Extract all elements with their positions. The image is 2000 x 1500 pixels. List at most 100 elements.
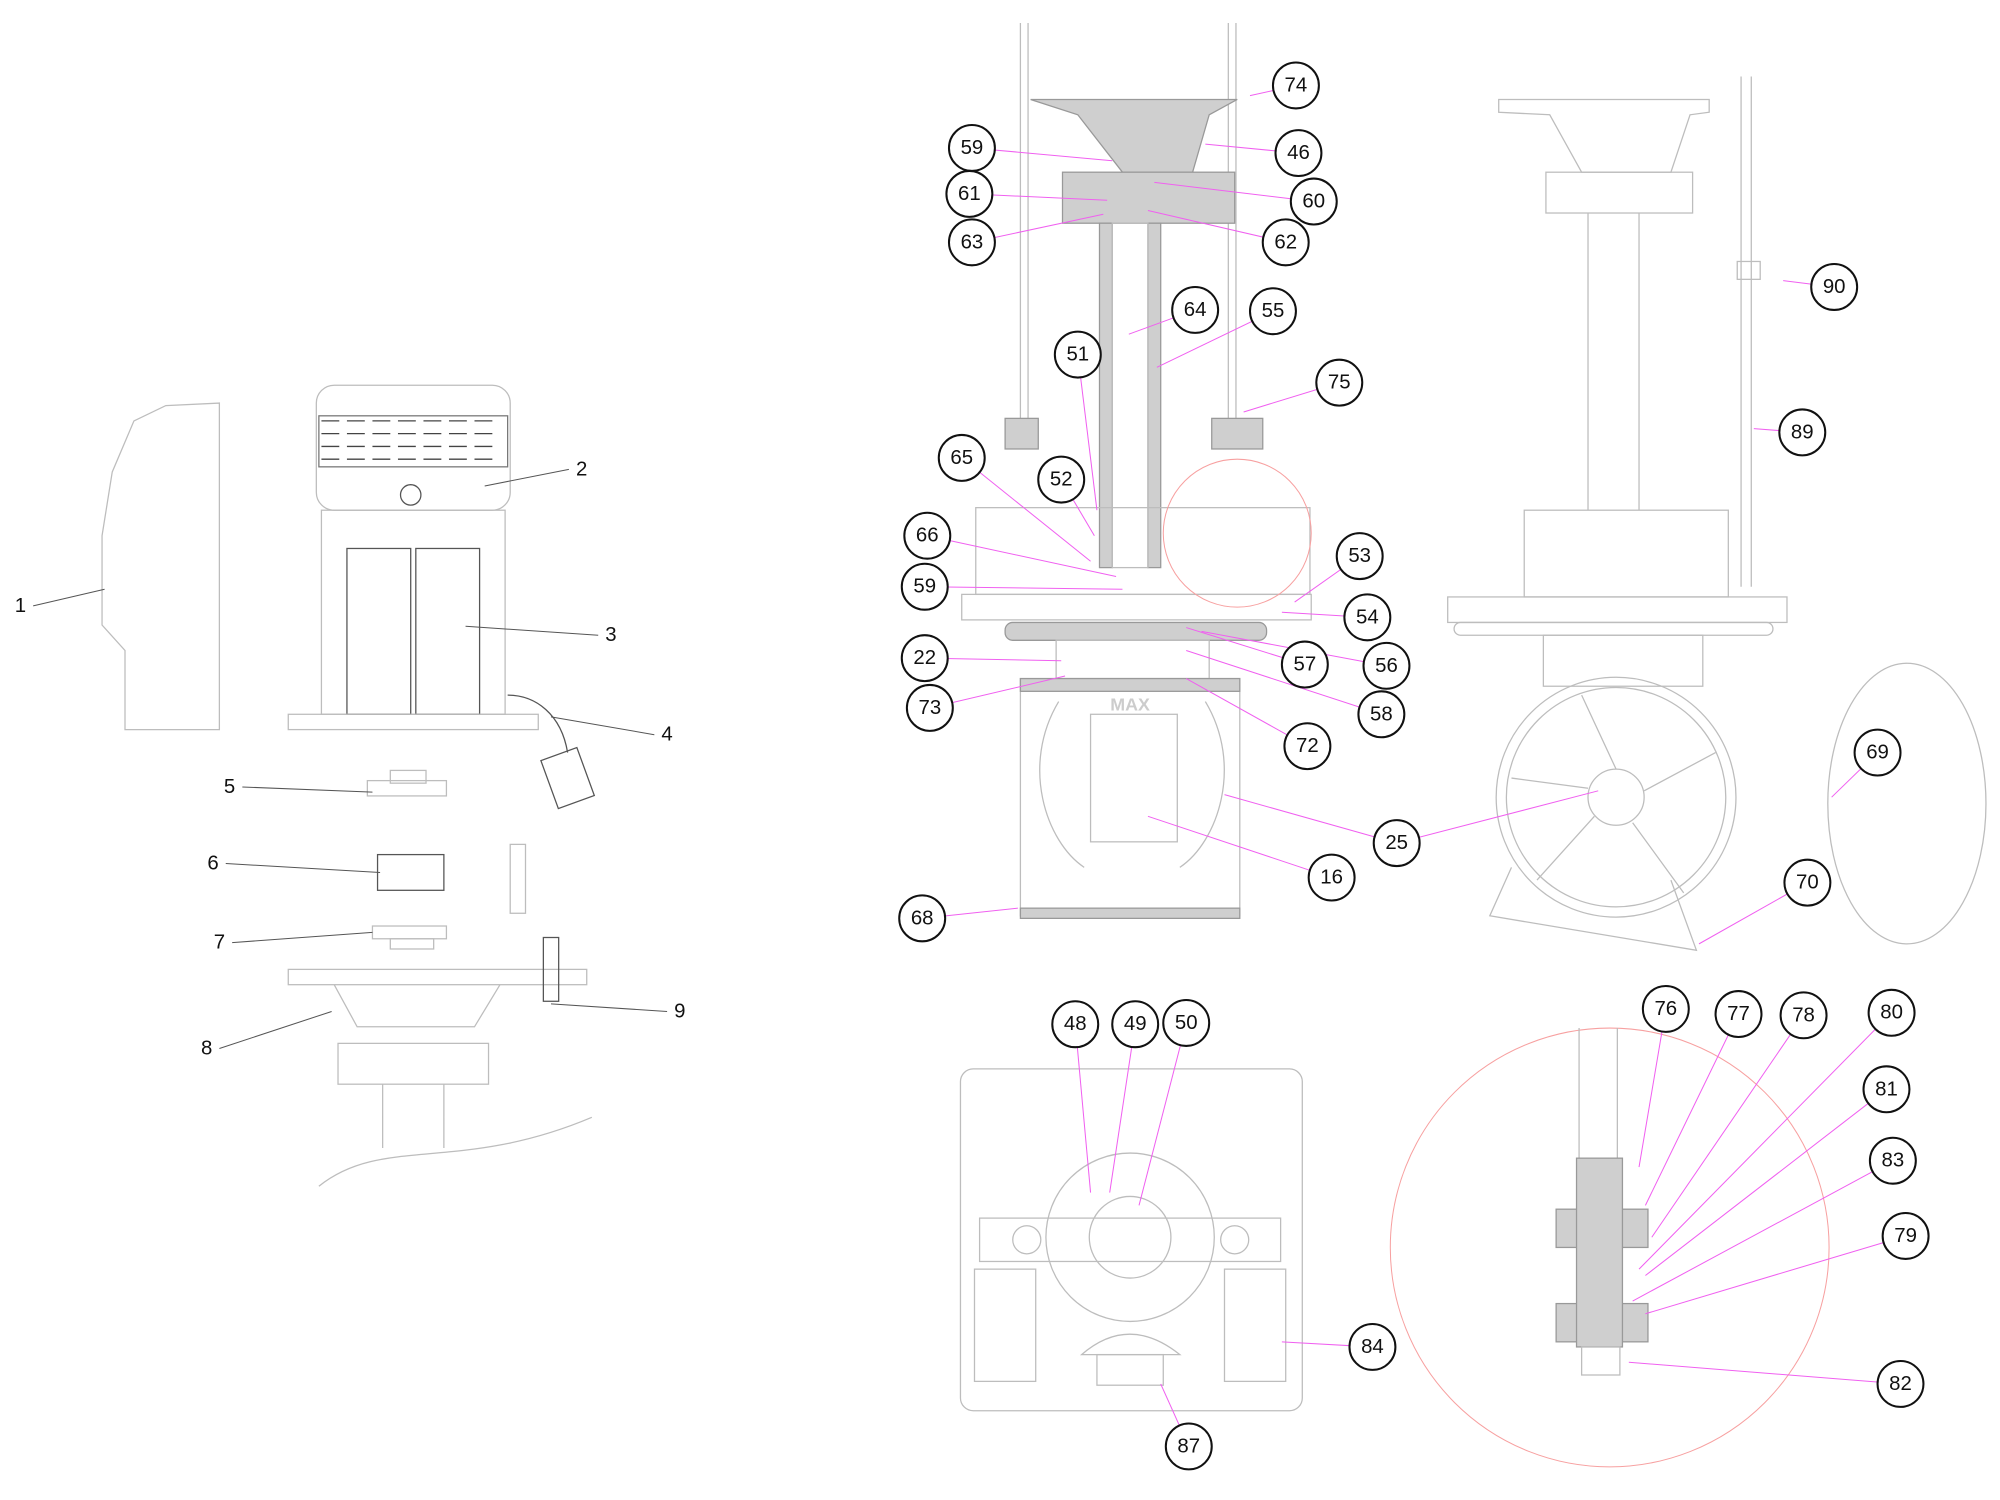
block-87	[1096, 1353, 1164, 1386]
balloon-number: 16	[1320, 867, 1343, 889]
cable	[507, 694, 569, 753]
balloon-82: 82	[1876, 1359, 1925, 1408]
balloon-62: 62	[1261, 218, 1310, 267]
detail-circle	[1162, 458, 1312, 608]
leader-line	[1077, 354, 1098, 511]
balloon-89: 89	[1778, 408, 1827, 457]
balloon-number: 57	[1294, 654, 1317, 676]
leader-line	[1638, 1008, 1667, 1168]
detail-circle-large	[1389, 1027, 1830, 1468]
balloon-65: 65	[937, 433, 986, 482]
leader-line	[1651, 1015, 1804, 1238]
leg-right-84	[1223, 1268, 1287, 1383]
leader-line	[1154, 181, 1314, 203]
balloon-circle	[1162, 998, 1211, 1047]
balloon-73: 73	[905, 683, 954, 732]
leader-line	[33, 588, 105, 607]
top-housing	[1061, 171, 1236, 224]
plate-top-view	[959, 1068, 1303, 1412]
balloon-77: 77	[1714, 990, 1763, 1039]
balloon-circle	[1283, 722, 1332, 771]
rod-89	[1740, 76, 1752, 587]
balloon-circle	[1862, 1065, 1911, 1114]
part-number-4: 4	[661, 724, 672, 746]
shaft-64	[1111, 222, 1149, 569]
balloon-56: 56	[1362, 641, 1411, 690]
balloon-72: 72	[1283, 722, 1332, 771]
leader-line	[1628, 1361, 1901, 1385]
leader-line	[1644, 1013, 1739, 1206]
balloon-number: 79	[1894, 1225, 1917, 1247]
balloon-circle	[1779, 991, 1828, 1040]
shaft-circle	[1088, 1195, 1172, 1279]
balloon-number: 22	[913, 647, 936, 669]
gear-leg-16	[1089, 713, 1178, 843]
balloon-number: 52	[1050, 469, 1073, 491]
balloon-circle	[1867, 988, 1916, 1037]
balloon-number: 25	[1385, 832, 1408, 854]
balloon-52: 52	[1037, 455, 1086, 504]
balloon-46: 46	[1274, 129, 1323, 178]
side-skeg	[1488, 867, 1698, 952]
propeller-blades-25	[1039, 701, 1225, 868]
grille-69	[1827, 662, 1987, 945]
bracket-plate-8	[287, 968, 588, 986]
balloon-number: 76	[1654, 998, 1677, 1020]
balloon-78: 78	[1779, 991, 1828, 1040]
balloon-circle	[1868, 1136, 1917, 1185]
leader-line	[1109, 1024, 1136, 1193]
balloon-circle	[1274, 129, 1323, 178]
balloon-number: 74	[1285, 74, 1308, 96]
max-logo: MAX	[1110, 694, 1150, 714]
leader-line	[219, 1010, 332, 1049]
balloon-circle	[900, 634, 949, 683]
balloon-number: 62	[1274, 231, 1297, 253]
balloon-53: 53	[1335, 532, 1384, 581]
balloon-number: 80	[1880, 1002, 1903, 1024]
balloon-circle	[937, 433, 986, 482]
balloon-number: 81	[1875, 1078, 1898, 1100]
balloon-number: 59	[961, 137, 984, 159]
balloon-circle	[1343, 593, 1392, 642]
bracket-87	[1079, 1333, 1182, 1356]
balloon-48: 48	[1051, 1000, 1100, 1049]
balloon-number: 89	[1791, 421, 1814, 443]
balloon-circle	[1315, 358, 1364, 407]
balloon-number: 66	[916, 525, 939, 547]
tube-right	[1147, 222, 1162, 569]
nut-82	[1580, 1346, 1621, 1376]
leader-line	[1074, 1024, 1092, 1193]
balloon-circle	[1051, 1000, 1100, 1049]
pinion	[1575, 1157, 1624, 1348]
balloon-90: 90	[1810, 263, 1859, 311]
balloon-circle	[1783, 858, 1832, 907]
coupling-5	[366, 779, 448, 797]
balloon-number: 83	[1882, 1150, 1905, 1172]
balloon-circle	[1810, 263, 1859, 311]
balloon-69: 69	[1853, 728, 1902, 777]
balloon-79: 79	[1881, 1211, 1930, 1260]
prop-blades	[1511, 694, 1716, 894]
balloon-number: 65	[950, 447, 973, 469]
balloon-circle	[1372, 819, 1421, 868]
balloon-58: 58	[1357, 690, 1406, 739]
balloon-number: 50	[1175, 1012, 1198, 1034]
balloon-50: 50	[1162, 998, 1211, 1047]
coupling-7-hub	[389, 938, 435, 950]
leader-line	[1632, 1160, 1894, 1302]
exploded-motor-view	[101, 384, 596, 1187]
leader-line	[242, 786, 373, 793]
leader-line	[232, 931, 373, 944]
balloon-number: 87	[1177, 1435, 1200, 1457]
balloon-circle	[945, 169, 994, 218]
balloon-circle	[1357, 690, 1406, 739]
balloon-circle	[1853, 728, 1902, 777]
balloon-number: 56	[1375, 655, 1398, 677]
tunnel-top-wall	[1019, 677, 1241, 692]
balloon-circle	[1171, 285, 1220, 334]
balloon-60: 60	[1289, 177, 1338, 226]
top-view	[959, 1068, 1303, 1412]
side-view	[1447, 76, 1987, 952]
bracket-8	[333, 984, 501, 1028]
